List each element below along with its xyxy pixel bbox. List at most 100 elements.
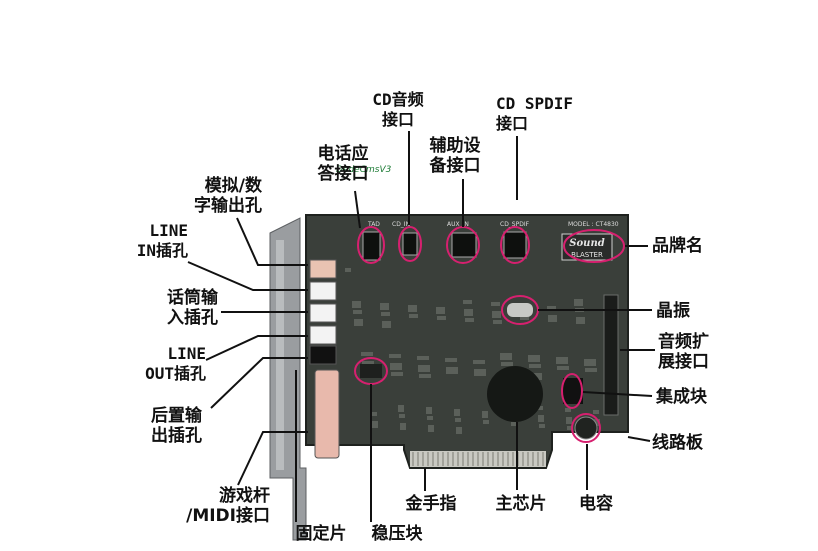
- audio-jacks: [309, 259, 337, 365]
- marker-brand: [563, 229, 625, 263]
- board-component: [511, 422, 517, 426]
- silk-model: MODEL : CT4830: [568, 221, 619, 228]
- board-component: [372, 421, 378, 428]
- jack-analog-digital: [309, 259, 337, 279]
- board-component: [391, 372, 403, 376]
- board-component: [400, 423, 406, 430]
- board-component: [465, 318, 474, 322]
- board-component: [345, 268, 351, 272]
- expansion-header: [603, 294, 619, 416]
- board-component: [539, 424, 545, 428]
- gameport-connector: [314, 369, 340, 459]
- leader-gameport: [237, 431, 308, 486]
- board-component: [380, 303, 389, 310]
- board-component: [437, 316, 446, 320]
- board-component: [371, 412, 377, 416]
- label-brand-name: 品牌名: [652, 236, 703, 256]
- label-ic: 集成块: [656, 387, 707, 407]
- label-phone-answer: 电话应 答接口: [317, 144, 369, 184]
- board-component: [537, 406, 543, 410]
- label-pcb: 线路板: [652, 433, 703, 453]
- label-analog-digital: 模拟/数 字输出孔: [194, 176, 262, 216]
- board-component: [538, 415, 544, 422]
- board-component: [382, 321, 391, 328]
- board-component: [445, 358, 457, 362]
- board-component: [500, 353, 512, 360]
- board-component: [474, 369, 486, 376]
- marker-ic: [561, 373, 583, 409]
- leader-line-out: [205, 335, 308, 361]
- leader-pcb: [627, 436, 651, 442]
- board-component: [501, 362, 513, 366]
- label-rear-out: 后置输 出插孔: [151, 406, 202, 446]
- board-component: [547, 306, 556, 310]
- board-component: [381, 312, 390, 316]
- label-line-out: LINE OUT插孔: [145, 344, 206, 383]
- label-crystal: 晶振: [656, 301, 690, 321]
- marker-cd-spdif: [500, 226, 530, 264]
- board-component: [492, 311, 501, 318]
- board-component: [409, 314, 418, 318]
- leader-line-in: [187, 261, 308, 291]
- jack-mic-in: [309, 303, 337, 323]
- board-component: [463, 300, 472, 304]
- board-component: [352, 301, 361, 308]
- board-component: [408, 305, 417, 312]
- aux-in-connector: [451, 232, 477, 258]
- jack-line-out: [309, 325, 337, 345]
- brand-logo-word1: Sound: [569, 238, 604, 249]
- label-gameport: 游戏杆 /MIDI接口: [186, 486, 270, 526]
- watermark: DedeCmsV3: [336, 165, 392, 175]
- silk-cd-spdif: CD_SPDIF: [500, 221, 530, 228]
- cd-spdif-connector: [503, 231, 527, 259]
- board-component: [529, 364, 541, 368]
- sound-card-board: Sound BLASTER TAD CD_IN AUX_IN CD_SPDIF …: [305, 214, 629, 469]
- board-component: [456, 427, 462, 434]
- jack-line-in: [309, 281, 337, 301]
- board-component: [584, 359, 596, 366]
- leader-ic: [582, 391, 653, 397]
- label-bracket: 固定片: [295, 524, 347, 544]
- marker-cd-in: [398, 226, 422, 262]
- label-cd-spdif: CD SPDIF 接口: [496, 94, 574, 133]
- board-component: [548, 315, 557, 322]
- board-component: [464, 309, 473, 316]
- voltage-regulator: [360, 364, 382, 378]
- ic-component: [563, 378, 583, 404]
- label-main-chip: 主芯片: [495, 494, 547, 514]
- board-component: [428, 425, 434, 432]
- board-component: [528, 355, 540, 362]
- board-component: [446, 367, 458, 374]
- board-component: [426, 407, 432, 414]
- board-component: [361, 352, 373, 356]
- board-component: [418, 365, 430, 372]
- jack-rear-out: [309, 345, 337, 365]
- board-component: [566, 417, 572, 424]
- fixing-bracket: [269, 217, 307, 541]
- board-component: [390, 363, 402, 370]
- label-cd-audio: CD音频 接口: [372, 90, 424, 129]
- leader-phone-answer: [354, 190, 361, 229]
- board-component: [585, 368, 597, 372]
- board-component: [417, 356, 429, 360]
- tad-connector: [362, 231, 381, 261]
- label-capacitor: 电容: [579, 494, 613, 514]
- leader-analog-digital: [236, 217, 308, 266]
- label-regulator: 稳压块: [371, 524, 423, 544]
- board-component: [427, 416, 433, 420]
- board-component: [557, 366, 569, 370]
- board-component: [419, 374, 431, 378]
- crystal-oscillator: [507, 303, 533, 317]
- board-component: [398, 405, 404, 412]
- label-aux: 辅助设 备接口: [429, 136, 481, 176]
- board-component: [594, 419, 600, 426]
- board-component: [593, 410, 599, 414]
- board-component: [473, 360, 485, 364]
- board-component: [491, 302, 500, 306]
- board-component: [482, 411, 488, 418]
- board-component: [567, 426, 573, 430]
- board-component: [354, 319, 363, 326]
- board-component: [353, 310, 362, 314]
